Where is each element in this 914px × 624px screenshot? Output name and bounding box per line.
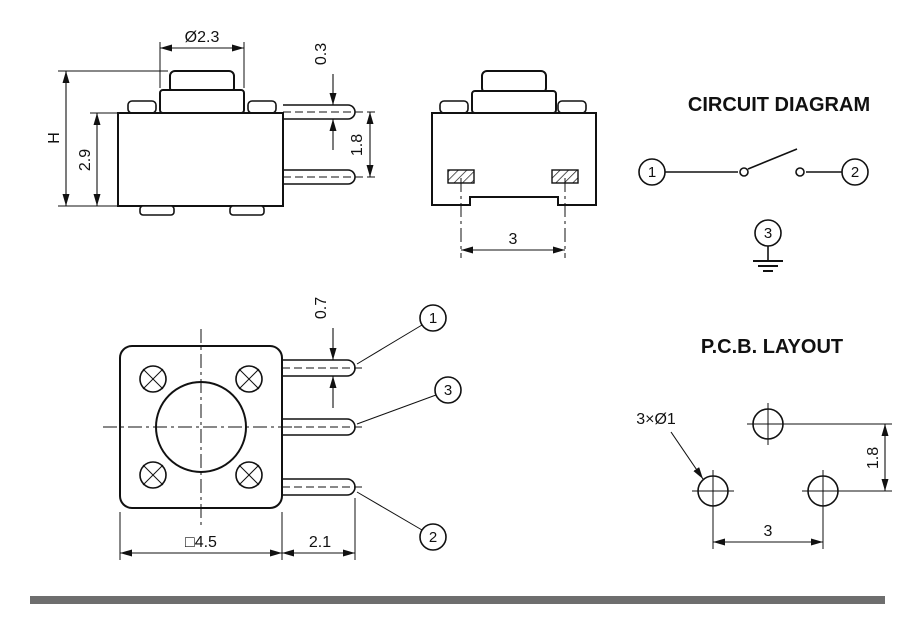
pcb-hole-bottom-left [692, 470, 734, 512]
callout-pin-2-label: 2 [429, 529, 437, 546]
body-boss-right [247, 100, 277, 114]
body-boss-left [439, 100, 469, 114]
terminal-1-label: 1 [648, 164, 656, 181]
dim-label-hole-spacing-x: 3 [764, 523, 773, 540]
dim-pin-length: 2.1 [282, 498, 356, 560]
contact-right [795, 167, 805, 177]
switch-body-side [117, 112, 284, 207]
side-view-drawing: Ø2.3 H 2.9 0.3 1.8 [46, 29, 376, 216]
dim-label-overall-height: H [46, 132, 63, 144]
callout-pin-1: 1 [356, 304, 447, 365]
dim-label-pin-width: 0.7 [313, 297, 330, 319]
dim-label-pin-length: 2.1 [309, 534, 331, 551]
circuit-diagram-title: CIRCUIT DIAGRAM [688, 94, 870, 116]
corner-post-top-left [139, 365, 167, 393]
callout-pin-3-label: 3 [444, 382, 452, 399]
terminal-3-label: 3 [764, 225, 772, 242]
contact-left [739, 167, 749, 177]
dim-terminal-spacing: 3 [460, 178, 566, 258]
plunger-collar [159, 89, 245, 114]
pcb-layout-title: P.C.B. LAYOUT [701, 336, 843, 358]
callout-pin-3: 3 [356, 376, 462, 425]
front-view-drawing: 3 [431, 70, 597, 258]
top-view-drawing: 0.7 1 3 2 □4.5 2.1 [103, 297, 462, 560]
circuit-diagram: CIRCUIT DIAGRAM 1 2 3 [638, 94, 870, 272]
dim-body-square: □4.5 [119, 512, 283, 560]
dim-hole-spacing-x: 3 [712, 507, 824, 549]
dim-body-height: 2.9 [77, 112, 118, 206]
dim-label-body-height: 2.9 [77, 149, 94, 171]
switch-lever [747, 148, 798, 170]
foot-right [229, 205, 265, 216]
body-boss-left [127, 100, 157, 114]
dim-pin-thickness: 0.3 [313, 43, 337, 150]
dim-overall-height: H [46, 70, 168, 207]
dim-label-pin-thickness: 0.3 [313, 43, 330, 65]
dim-label-terminal-spacing: 3 [509, 231, 518, 248]
pcb-layout: P.C.B. LAYOUT 3×Ø1 1.8 [636, 336, 892, 549]
pcb-hole-bottom-right [802, 470, 844, 512]
dim-label-pin-pitch: 1.8 [349, 134, 366, 156]
footer-bar [30, 596, 885, 604]
body-boss-right [557, 100, 587, 114]
terminal-2-label: 2 [851, 164, 859, 181]
callout-pin-1-label: 1 [429, 310, 437, 327]
dim-label-plunger-diameter: Ø2.3 [185, 29, 220, 46]
switch-body-front [431, 112, 597, 206]
plunger-top [481, 70, 547, 94]
corner-post-top-right [235, 365, 263, 393]
dim-hole-spacing-y: 1.8 [786, 423, 892, 492]
hole-note: 3×Ø1 [636, 411, 704, 480]
corner-post-bottom-left [139, 461, 167, 489]
callout-pin-2: 2 [356, 491, 447, 551]
pcb-hole-top [747, 403, 789, 445]
ground-symbol [753, 246, 783, 272]
dim-pin-pitch: 1.8 [349, 112, 374, 177]
plunger-collar [471, 90, 557, 114]
dim-label-body-square: □4.5 [185, 534, 217, 551]
corner-post-bottom-right [235, 461, 263, 489]
dim-plunger-diameter: Ø2.3 [159, 29, 245, 88]
dim-label-hole-spacing-y: 1.8 [865, 447, 882, 469]
terminal-2-circle [841, 158, 869, 186]
dim-pin-width: 0.7 [313, 297, 337, 408]
hole-note-label: 3×Ø1 [636, 411, 676, 428]
foot-left [139, 205, 175, 216]
